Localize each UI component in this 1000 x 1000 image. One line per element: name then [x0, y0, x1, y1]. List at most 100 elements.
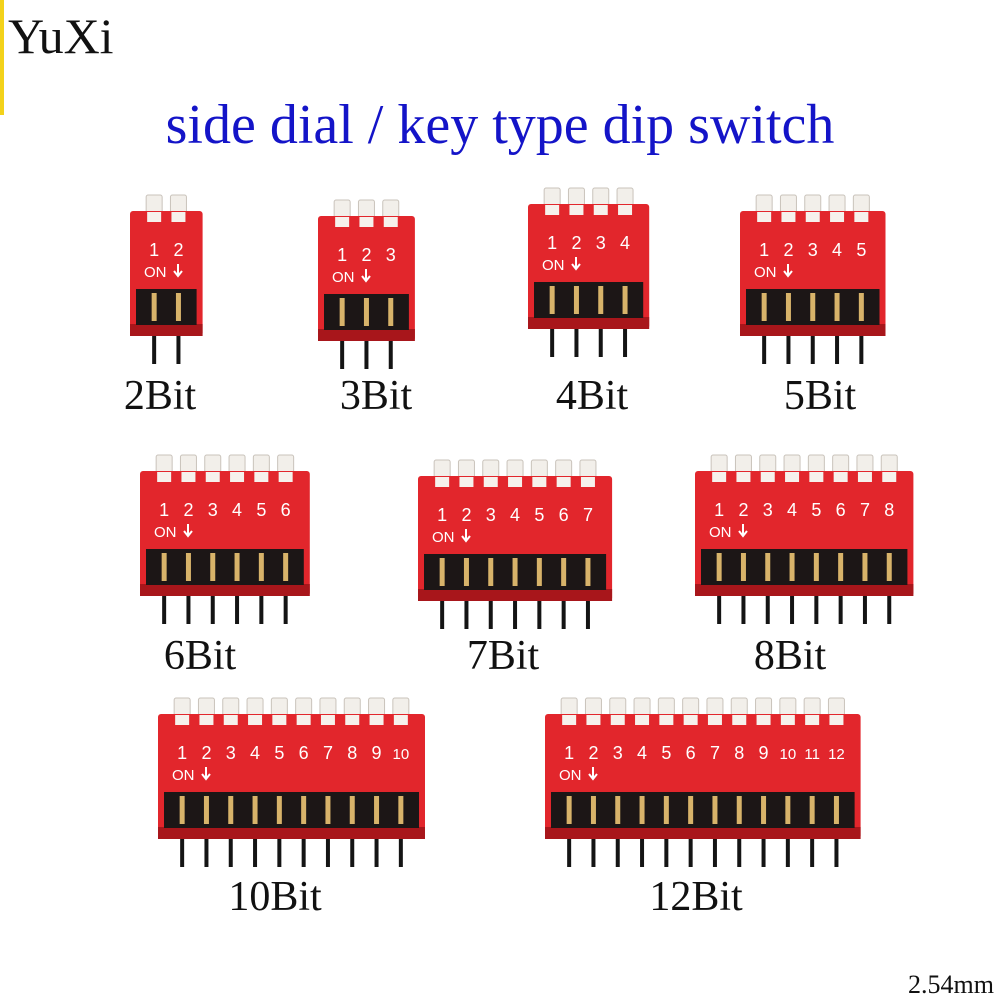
on-label: ON [542, 257, 565, 274]
lead-pin [374, 833, 379, 867]
brand-logo-text: YuXi [8, 8, 114, 64]
switch-number: 1 [759, 240, 769, 260]
label-8bit: 8Bit [753, 633, 827, 679]
body-shadow [130, 324, 203, 336]
gold-contact [536, 558, 542, 586]
lead-pin [859, 330, 864, 364]
key-slot [248, 715, 263, 725]
key-slot [781, 212, 796, 222]
key-slot [532, 477, 547, 487]
on-label: ON [172, 767, 195, 784]
body-shadow [545, 827, 861, 839]
switch-number: 2 [588, 743, 598, 763]
lead-pin [591, 833, 596, 867]
lead-pin [567, 833, 572, 867]
gold-contact [175, 293, 181, 321]
key-slot [171, 212, 186, 222]
lead-pin [277, 833, 282, 867]
lead-pin [835, 330, 840, 364]
switch-number: 3 [208, 500, 218, 520]
key-slot [296, 715, 311, 725]
gold-contact [813, 553, 819, 581]
switch-number: 1 [437, 505, 447, 525]
switch-number: 1 [159, 500, 169, 520]
gold-contact [561, 558, 567, 586]
contact-window [136, 289, 197, 325]
lead-pin [834, 833, 839, 867]
pitch-label: 2.54mm [908, 970, 994, 999]
lead-pin [785, 833, 790, 867]
switch-number: 4 [620, 233, 630, 253]
lead-pin [301, 833, 306, 867]
key-slot [508, 477, 523, 487]
label-7bit: 7Bit [466, 633, 540, 679]
lead-pin [640, 833, 645, 867]
key-slot [435, 477, 450, 487]
key-slot [805, 715, 820, 725]
switch-number: 11 [804, 746, 820, 763]
gold-contact [439, 558, 445, 586]
lead-pin [550, 323, 555, 357]
lead-pin [717, 590, 722, 624]
switch-number: 5 [856, 240, 866, 260]
body-shadow [158, 827, 425, 839]
switch-number: 4 [232, 500, 242, 520]
lead-pin [712, 833, 717, 867]
switch-number: 2 [201, 743, 211, 763]
gold-contact [325, 796, 331, 824]
switch-number: 3 [226, 743, 236, 763]
gold-contact [858, 293, 864, 321]
key-slot [683, 715, 698, 725]
gold-contact [463, 558, 469, 586]
key-slot [199, 715, 214, 725]
gold-contact [838, 553, 844, 581]
switch-number: 2 [571, 233, 581, 253]
gold-contact [862, 553, 868, 581]
lead-pin [259, 590, 264, 624]
gold-contact [785, 293, 791, 321]
lead-pin [152, 330, 157, 364]
gold-contact [712, 796, 718, 824]
lead-pin [464, 595, 469, 629]
headline: side dial / key type dip switch [165, 94, 835, 156]
key-slot [882, 472, 897, 482]
gold-contact [488, 558, 494, 586]
lead-pin [688, 833, 693, 867]
lead-pin [210, 590, 215, 624]
gold-contact [615, 796, 621, 824]
down-arrow-icon [183, 524, 193, 538]
key-slot [254, 472, 269, 482]
gold-contact [151, 293, 157, 321]
on-label: ON [754, 264, 777, 281]
on-label: ON [154, 524, 177, 541]
lead-pin [741, 590, 746, 624]
key-slot [760, 472, 775, 482]
switch-number: 8 [734, 743, 744, 763]
switch-number: 5 [661, 743, 671, 763]
switch-number: 5 [811, 500, 821, 520]
body-shadow [140, 584, 310, 596]
key-slot [785, 472, 800, 482]
lead-pin [325, 833, 330, 867]
contact-window [701, 549, 908, 585]
key-slot [483, 477, 498, 487]
key-slot [635, 715, 650, 725]
gold-contact [301, 796, 307, 824]
gold-contact [761, 796, 767, 824]
label-6bit: 6Bit [163, 633, 237, 679]
key-slot [147, 212, 162, 222]
lead-pin [235, 590, 240, 624]
key-slot [833, 472, 848, 482]
key-slot [157, 472, 172, 482]
lead-pin [488, 595, 493, 629]
down-arrow-icon [173, 264, 183, 278]
lead-pin [186, 590, 191, 624]
key-slot [359, 217, 374, 227]
key-slot [593, 205, 608, 215]
key-slot [830, 212, 845, 222]
